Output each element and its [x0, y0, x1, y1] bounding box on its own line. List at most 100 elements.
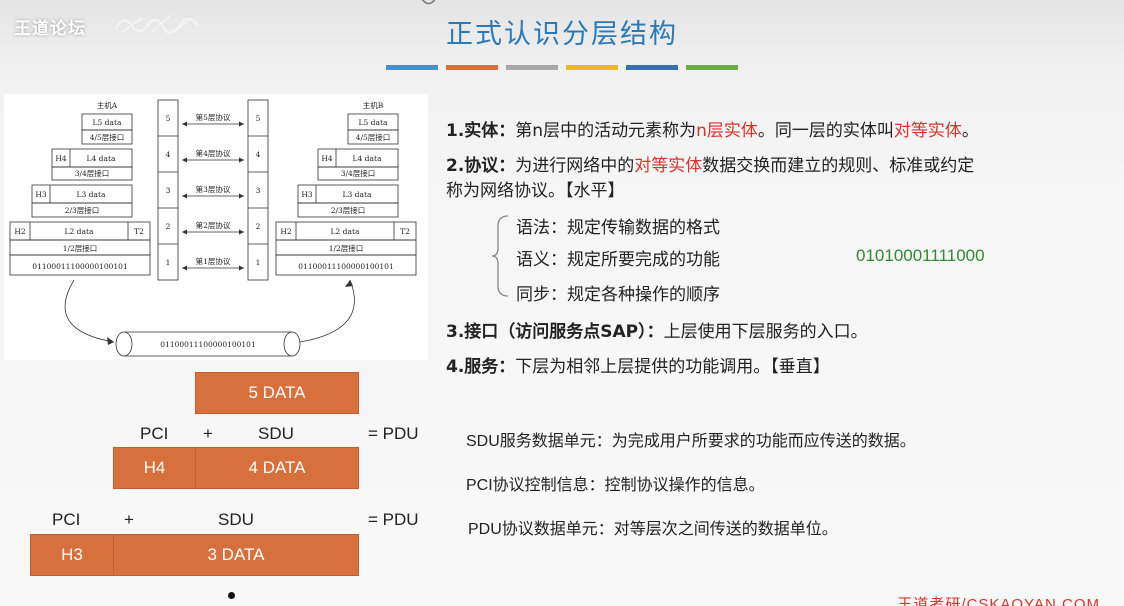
pdu-text: 协议数据单元：对等层次之间传送的数据单位。	[501, 519, 838, 538]
interface-text: 上层使用下层服务的入口。	[663, 322, 868, 342]
host-b-l2: L2 data	[331, 227, 360, 236]
interface-head: 3.接口（访问服务点SAP）：	[446, 322, 664, 342]
binary-string: 01010001111000	[856, 246, 985, 265]
host-a-h4: H4	[55, 154, 67, 163]
service-line: 4.服务：下层为相邻上层提供的功能调用。【垂直】	[446, 352, 830, 377]
host-b-h2: H2	[280, 227, 292, 236]
layer-diagram-svg: 主机A L5 data 4/5层接口 H4 L4 data 3/4层接口 H3 …	[9, 99, 417, 357]
sync-line: 同步：规定各种操作的顺序	[516, 285, 720, 305]
service-text: 下层为相邻上层提供的功能调用。【垂直】	[515, 357, 830, 377]
entity-line: 1.实体：第n层中的活动元素称为n层实体。同一层的实体叫对等实体。	[446, 116, 979, 141]
host-b-i34: 3/4层接口	[341, 168, 376, 178]
sdu-definition: SDU服务数据单元：为完成用户所要求的功能而应传送的数据。	[466, 427, 916, 451]
pci-abbr: PCI	[466, 477, 493, 494]
pdu-definition: PDU协议数据单元：对等层次之间传送的数据单位。	[468, 515, 838, 539]
protocol-3: 第3层协议	[196, 184, 231, 194]
host-a-i45: 4/5层接口	[90, 132, 125, 142]
layer-diagram: 主机A L5 data 4/5层接口 H4 L4 data 3/4层接口 H3 …	[4, 94, 428, 360]
host-a-label: 主机A	[97, 100, 118, 110]
syntax-line: 语法：规定传输数据的格式	[516, 218, 720, 238]
host-b-h4: H4	[321, 154, 333, 163]
pci-text: 协议控制信息：控制协议操作的信息。	[492, 475, 765, 494]
protocol-red: 对等实体	[634, 156, 703, 176]
layer-num-b-4: 4	[256, 150, 261, 159]
host-b-l4: L4 data	[353, 154, 382, 163]
host-b-i12: 1/2层接口	[329, 243, 364, 253]
protocol-head: 2.协议：	[446, 156, 516, 176]
entity-red-1: n层实体	[696, 121, 758, 141]
entity-head: 1.实体：	[446, 121, 516, 141]
protocol-4: 第4层协议	[196, 148, 231, 158]
host-a-i34: 3/4层接口	[75, 168, 110, 178]
host-b-t2: T2	[400, 227, 410, 236]
protocol-text-a: 为进行网络中的	[515, 156, 635, 176]
pdu-label-2: = PDU	[368, 510, 419, 529]
host-b-l5: L5 data	[359, 118, 388, 127]
entity-text-c: 。	[961, 121, 979, 141]
header-box-h4: H4	[113, 447, 196, 489]
data-box-4: 4 DATA	[195, 447, 359, 489]
brace-icon	[491, 215, 509, 297]
layer-num-a-3: 3	[166, 186, 171, 195]
host-a-l5: L5 data	[93, 118, 122, 127]
footer-watermark: 王道考研/CSKAOYAN.COM	[897, 596, 1100, 606]
title-color-bars	[386, 65, 738, 70]
host-b-h3: H3	[301, 190, 313, 199]
plus-label-2: +	[124, 510, 134, 529]
host-b-i45: 4/5层接口	[356, 132, 391, 142]
layer-num-b-1: 1	[256, 258, 261, 267]
pci-definition: PCI协议控制信息：控制协议操作的信息。	[466, 471, 765, 495]
pci-label-2: PCI	[52, 510, 81, 529]
header-box-h3: H3	[30, 534, 114, 576]
layer-num-b-5: 5	[256, 114, 261, 123]
host-a-l4: L4 data	[87, 154, 116, 163]
protocol-1: 第1层协议	[196, 256, 231, 266]
protocol-5: 第5层协议	[196, 112, 231, 122]
title-bar-2	[446, 65, 498, 70]
host-a-t2: T2	[134, 227, 144, 236]
host-a-h2: H2	[14, 227, 26, 236]
title-bar-6	[686, 65, 738, 70]
host-b-bits: 01100011100000100101	[298, 262, 393, 271]
title-bar-3	[506, 65, 558, 70]
data-box-3: 3 DATA	[113, 534, 359, 576]
data-box-5: 5 DATA	[195, 372, 359, 414]
host-b-label: 主机B	[363, 100, 384, 110]
host-b-l3: L3 data	[343, 190, 372, 199]
title-bar-4	[566, 65, 618, 70]
entity-text-b: 。同一层的实体叫	[757, 121, 894, 141]
layer-num-a-2: 2	[166, 222, 171, 231]
host-a-i23: 2/3层接口	[65, 205, 100, 215]
pdu-abbr: PDU	[468, 521, 502, 538]
sdu-label-1: SDU	[258, 424, 294, 443]
protocol-2: 第2层协议	[196, 220, 231, 230]
host-a-l3: L3 data	[77, 190, 106, 199]
page-title: 正式认识分层结构	[446, 19, 678, 50]
host-b-i23: 2/3层接口	[331, 205, 366, 215]
pen-icon	[421, 0, 436, 5]
layer-num-b-2: 2	[256, 222, 261, 231]
plus-label-1: +	[203, 424, 213, 443]
host-a-h3: H3	[35, 190, 47, 199]
host-a-i12: 1/2层接口	[63, 243, 98, 253]
protocol-line-2: 称为网络协议。【水平】	[446, 181, 625, 201]
layer-num-b-3: 3	[256, 186, 261, 195]
sdu-abbr: SDU	[466, 433, 500, 450]
host-a-bits: 01100011100000100101	[32, 262, 127, 271]
entity-text-a: 第n层中的活动元素称为	[515, 121, 697, 141]
continuation-dot	[228, 592, 235, 599]
forum-logo: 王道论坛	[14, 19, 86, 39]
entity-red-2: 对等实体	[893, 121, 962, 141]
protocol-line: 2.协议：为进行网络中的对等实体数据交换而建立的规则、标准或约定	[446, 151, 974, 176]
pci-label-1: PCI	[140, 424, 169, 443]
title-bar-1	[386, 65, 438, 70]
layer-num-a-4: 4	[166, 150, 171, 159]
title-bar-5	[626, 65, 678, 70]
semantics-line: 语义：规定所要完成的功能	[516, 250, 720, 270]
layer-num-a-5: 5	[166, 114, 171, 123]
protocol-text-b: 数据交换而建立的规则、标准或约定	[702, 156, 975, 176]
interface-line: 3.接口（访问服务点SAP）：上层使用下层服务的入口。	[446, 317, 868, 342]
medium-bits: 01100011100000100101	[160, 340, 255, 349]
pdu-label-1: = PDU	[368, 424, 419, 443]
layer-num-a-1: 1	[166, 258, 171, 267]
